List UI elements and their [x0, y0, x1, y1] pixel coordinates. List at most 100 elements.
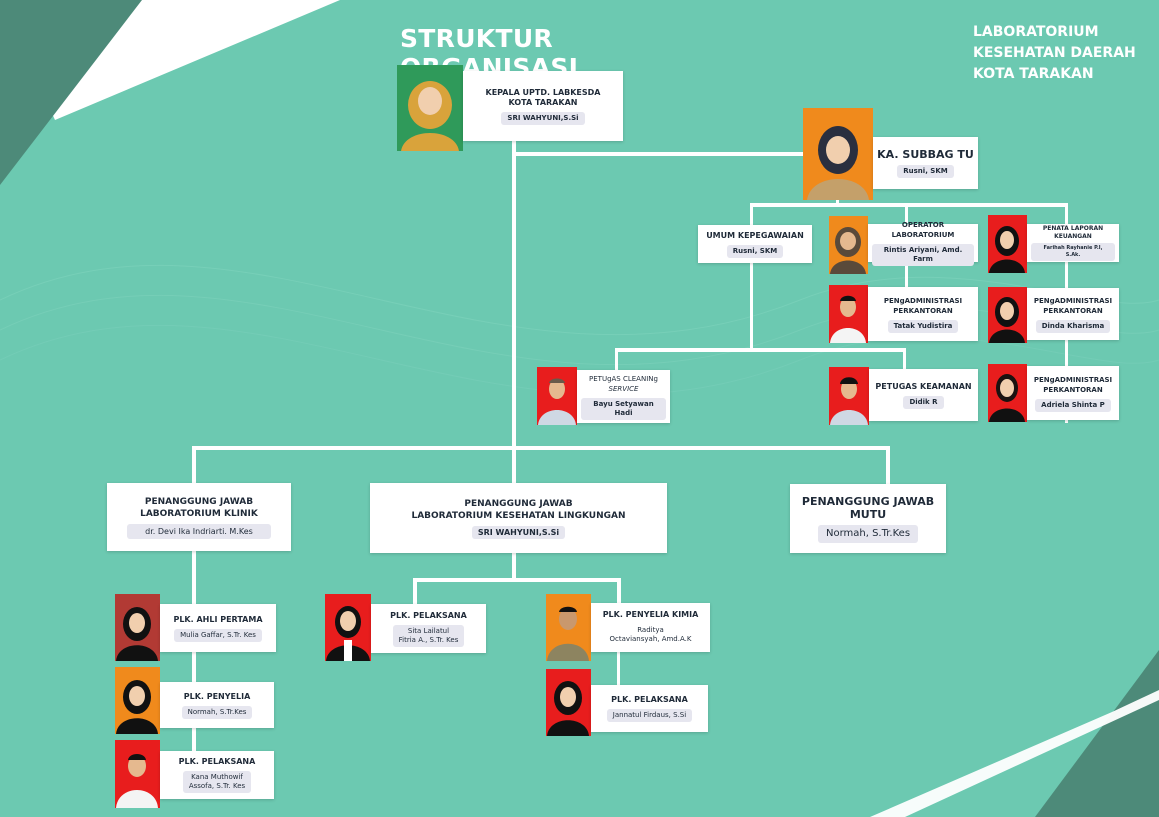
- penata-photo: [988, 215, 1027, 273]
- wave-line: [0, 294, 1159, 366]
- operator-card: OPERATOR LABORATORIUM Rintis Ariyani, Am…: [868, 221, 978, 266]
- connector-line: [905, 203, 908, 223]
- klinik-card: PENANGGUNG JAWAB LABORATORIUM KLINIK dr.…: [107, 483, 291, 551]
- wave-line: [0, 324, 1159, 396]
- keamanan-card: PETUGAS KEAMANAN Didik R: [869, 369, 978, 421]
- penyelia-title: PLK. PENYELIA: [183, 691, 251, 701]
- pengadm1-name: Tatak Yudistira: [887, 319, 959, 333]
- lingkungan-card: PENANGGUNG JAWAB LABORATORIUM KESEHATAN …: [370, 483, 667, 553]
- cleaning-card: PETUgAS CLEANINg SERVICE Bayu Setyawan H…: [577, 370, 670, 423]
- penyelia-card: PLK. PENYELIA Normah, S.Tr.Kes: [160, 682, 274, 728]
- connector-line: [413, 578, 621, 582]
- ahli-title: PLK. AHLI PERTAMA: [173, 614, 263, 624]
- connector-line: [512, 140, 516, 450]
- penyelia-kimia-photo: [546, 594, 591, 661]
- pengadm2-photo: [988, 287, 1027, 343]
- connector-line: [615, 348, 906, 352]
- pengadm1-title-line2: PERKANTORAN: [893, 306, 953, 315]
- klinik-title-line2: LABORATORIUM KLINIK: [140, 508, 258, 519]
- cleaning-name: Bayu Setyawan Hadi: [581, 397, 666, 420]
- person-photo-icon: [116, 607, 158, 661]
- pelaksana-klinik-card: PLK. PELAKSANA Kana Muthowif Assofa, S.T…: [160, 751, 274, 799]
- person-photo-icon: [830, 295, 866, 343]
- connector-line: [903, 348, 906, 370]
- pengadm2-title-line1: PENgADMINISTRASI: [1033, 296, 1113, 305]
- penata-title-line2: KEUANGAN: [1054, 233, 1092, 240]
- connector-line: [905, 255, 908, 290]
- lingkungan-name: SRI WAHYUNI,S.Si: [471, 525, 566, 539]
- subbag-name: Rusni, SKM: [897, 165, 954, 178]
- keamanan-photo: [829, 367, 869, 425]
- penyelia-kimia-name: Raditya Octaviansyah, Amd.A.K: [603, 623, 698, 646]
- pengadm1-photo: [829, 285, 868, 343]
- penyelia-kimia-name-line2: Octaviansyah, Amd.A.K: [609, 634, 692, 643]
- operator-title: OPERATOR LABORATORIUM: [891, 221, 955, 239]
- person-photo-icon: [326, 606, 370, 661]
- pengadm3-card: PENgADMINISTRASI PERKANTORAN Adriela Shi…: [1027, 366, 1119, 420]
- kepala-photo: [397, 65, 463, 151]
- pengadm1-title-line1: PENgADMINISTRASI: [883, 296, 963, 305]
- cleaning-title-line2: SERVICE: [608, 384, 639, 393]
- connector-line: [192, 446, 196, 486]
- kepala-card: KEPALA UPTD. LABKESDA KOTA TARAKAN SRI W…: [463, 71, 623, 141]
- pelaksana-klinik-name-line1: Kana Muthowif: [191, 773, 243, 781]
- penyelia-photo: [115, 667, 160, 734]
- pelaksana-klinik-title: PLK. PELAKSANA: [178, 757, 256, 766]
- mutu-title-line1: PENANGGUNG JAWAB: [801, 494, 935, 508]
- cleaning-title-line1: PETUgAS CLEANINg: [589, 374, 658, 383]
- keamanan-name: Didik R: [903, 395, 944, 409]
- cleaning-photo: [537, 367, 577, 425]
- penata-name: Farihah Rayhanie P.I, S.Ak.: [1031, 243, 1115, 261]
- pelaksana-ling2-photo: [546, 669, 591, 736]
- mutu-card: PENANGGUNG JAWAB MUTU Normah, S.Tr.Kes: [790, 484, 946, 553]
- person-photo-icon: [989, 374, 1025, 422]
- person-photo-icon: [830, 227, 866, 274]
- pengadm2-title-line2: PERKANTORAN: [1043, 306, 1103, 315]
- pelaksana-ling1-photo: [325, 594, 371, 661]
- klinik-name: dr. Devi Ika Indriarti. M.Kes: [127, 523, 271, 539]
- person-photo-icon: [116, 680, 158, 734]
- klinik-title-line1: PENANGGUNG JAWAB: [144, 496, 254, 507]
- umum-title: UMUM KEPEGAWAIAN: [706, 230, 804, 240]
- person-photo-icon: [989, 297, 1025, 343]
- connector-line: [512, 446, 516, 486]
- ahli-card: PLK. AHLI PERTAMA Mulia Gaffar, S.Tr. Ke…: [160, 604, 276, 652]
- pelaksana-ling2-title: PLK. PELAKSANA: [611, 695, 688, 704]
- wave-line: [0, 264, 1159, 336]
- pengadm3-name: Adriela Shinta P: [1035, 398, 1111, 412]
- lingkungan-title-line1: PENANGGUNG JAWAB: [464, 498, 573, 509]
- connector-line: [886, 446, 890, 486]
- umum-card: UMUM KEPEGAWAIAN Rusni, SKM: [698, 225, 812, 263]
- pelaksana-klinik-name-line2: Assofa, S.Tr. Kes: [188, 782, 246, 790]
- person-photo-icon: [989, 226, 1025, 273]
- penata-card: PENATA LAPORAN KEUANGAN Farihah Rayhanie…: [1027, 224, 1119, 262]
- subbag-photo: [803, 108, 873, 200]
- kepala-title-line1: KEPALA UPTD. LABKESDA: [485, 87, 601, 97]
- connector-line: [413, 578, 417, 604]
- ahli-name: Mulia Gaffar, S.Tr. Kes: [174, 628, 262, 642]
- ahli-photo: [115, 594, 160, 661]
- lab-name-line1: LABORATORIUM: [973, 24, 1099, 40]
- pelaksana-ling1-name-line2: Fitria A., S.Tr. Kes: [398, 635, 459, 644]
- penyelia-kimia-title: PLK. PENYELIA KIMIA: [602, 609, 699, 619]
- top-left-dark-triangle: [0, 0, 142, 185]
- pengadm3-title-line2: PERKANTORAN: [1043, 385, 1103, 394]
- mutu-name: Normah, S.Tr.Kes: [817, 524, 919, 543]
- lab-name-line2: KESEHATAN DAERAH: [973, 45, 1136, 61]
- pengadm2-card: PENgADMINISTRASI PERKANTORAN Dinda Khari…: [1027, 288, 1119, 340]
- connector-line: [512, 152, 804, 156]
- lingkungan-title-line2: LABORATORIUM KESEHATAN LINGKUNGAN: [411, 510, 626, 521]
- keamanan-title: PETUGAS KEAMANAN: [875, 381, 972, 391]
- person-photo-icon: [116, 754, 158, 808]
- pengadm3-photo: [988, 364, 1027, 422]
- pelaksana-klinik-photo: [115, 740, 160, 808]
- lab-name: LABORATORIUM KESEHATAN DAERAH KOTA TARAK…: [973, 22, 1153, 85]
- connector-line: [750, 203, 1068, 207]
- umum-name: Rusni, SKM: [726, 244, 784, 258]
- connector-line: [192, 446, 890, 450]
- connector-line: [617, 578, 621, 604]
- pengadm3-title-line1: PENgADMINISTRASI: [1033, 375, 1113, 384]
- connector-line: [512, 552, 516, 580]
